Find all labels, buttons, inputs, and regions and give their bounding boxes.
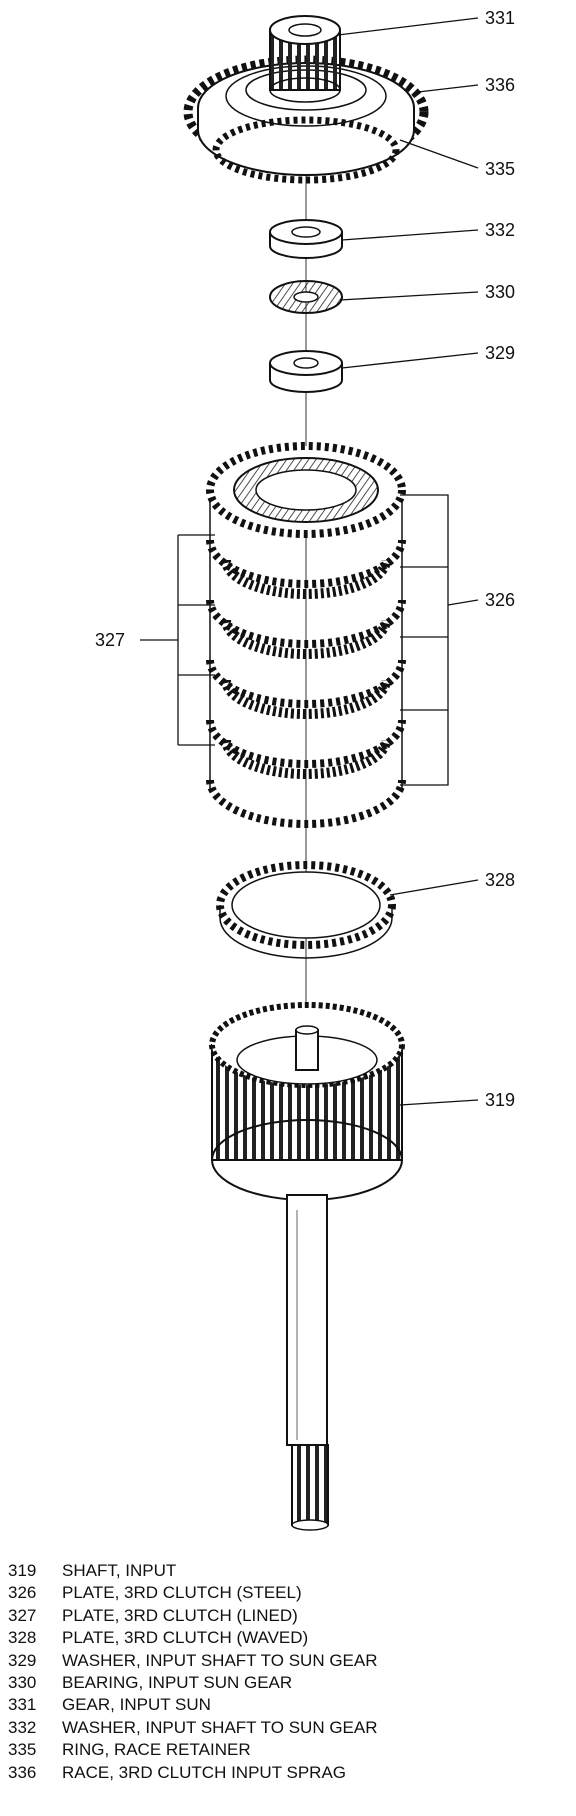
callout-319: 319 [485, 1090, 515, 1110]
callout-labels: 331 336 335 332 330 329 326 327 328 319 [95, 8, 515, 1110]
clutch-plate-pack [206, 442, 406, 828]
callout-329: 329 [485, 343, 515, 363]
callout-335: 335 [485, 159, 515, 179]
race-3rd-clutch-input-sprag [183, 55, 429, 184]
callout-327: 327 [95, 630, 125, 650]
washer-332 [269, 219, 343, 259]
leader-lines [140, 17, 479, 1106]
bearing-input-sun-gear [269, 280, 343, 314]
callout-330: 330 [485, 282, 515, 302]
callout-332: 332 [485, 220, 515, 240]
washer-329 [269, 350, 343, 393]
gear-input-sun [269, 15, 341, 103]
callout-331: 331 [485, 8, 515, 28]
exploded-parts-diagram: 331 336 335 332 330 329 326 327 328 319 [95, 8, 515, 1531]
input-shaft [286, 1194, 329, 1531]
input-shaft-housing [209, 1002, 405, 1201]
callout-336: 336 [485, 75, 515, 95]
waved-plate-328 [216, 861, 396, 959]
callout-326: 326 [485, 590, 515, 610]
callout-328: 328 [485, 870, 515, 890]
